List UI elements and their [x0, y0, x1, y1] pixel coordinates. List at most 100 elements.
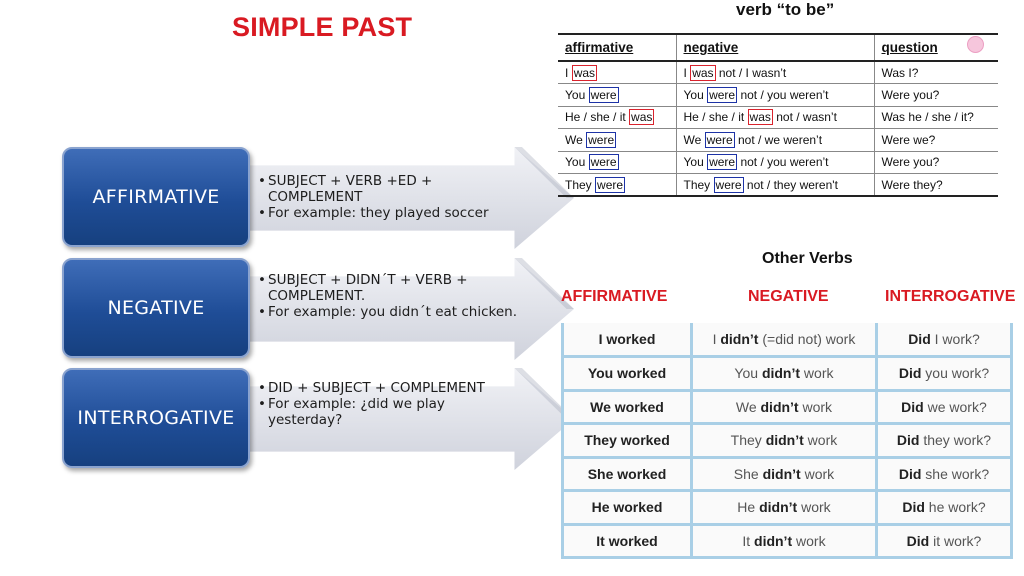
verb-highlight: were	[586, 131, 617, 148]
auxiliary: didn’t	[765, 432, 804, 449]
auxiliary: Did	[906, 532, 930, 549]
negative-cell: We didn’t work	[689, 388, 878, 425]
verb-highlight: were	[588, 154, 619, 171]
affirmative-cell: You worked	[561, 355, 693, 392]
pointer-dot-icon	[967, 36, 984, 53]
affirmative-cell: He / she / it was	[558, 105, 677, 129]
negative-rest: work	[803, 432, 838, 449]
verb-highlight: was	[629, 109, 655, 126]
column-header: affirmative	[558, 33, 677, 62]
affirmative-cell: We were	[558, 128, 677, 152]
auxiliary: Did	[898, 465, 922, 482]
verb-highlight: were	[595, 176, 626, 193]
subject: He / she / it	[683, 110, 745, 125]
box-label: NEGATIVE	[107, 297, 205, 319]
negative-rest: work	[800, 465, 835, 482]
negative-cell: They were not / they weren't	[675, 173, 875, 197]
subject: He / she / it	[565, 110, 626, 125]
affirmative-cell: She worked	[561, 455, 693, 492]
auxiliary: didn’t	[762, 465, 801, 482]
table-header-row: affirmative negative question	[558, 33, 998, 62]
question-rest: we work?	[923, 398, 987, 415]
verb-highlight: were	[707, 154, 738, 171]
question-cell: Were you?	[873, 150, 998, 174]
affirmative-cell: I was	[558, 60, 677, 84]
negative-rest: (=did not) work	[758, 331, 856, 347]
auxiliary: didn’t	[761, 365, 801, 382]
subject: They	[565, 177, 592, 192]
affirmative-cell: He worked	[561, 489, 693, 526]
subject: We	[735, 398, 761, 415]
subject: You	[683, 87, 704, 102]
interrogative-row: INTERROGATIVE DID + SUBJECT + COMPLEMENT…	[62, 368, 574, 470]
auxiliary: Did	[898, 365, 922, 382]
column-header: negative	[675, 33, 875, 62]
negative-row: NEGATIVE SUBJECT + DIDN´T + VERB + COMPL…	[62, 258, 574, 360]
subject: We	[683, 132, 702, 147]
verb-highlight: was	[571, 64, 598, 81]
verb-highlight: were	[707, 86, 738, 103]
auxiliary: didn’t	[760, 398, 799, 415]
to-be-title: verb “to be”	[736, 0, 835, 19]
auxiliary: Did	[896, 432, 920, 449]
affirmative-cell: It worked	[561, 522, 693, 559]
negative-rest: not / we weren’t	[738, 132, 823, 147]
subject: He	[737, 499, 760, 516]
page-title: SIMPLE PAST	[232, 12, 413, 42]
negative-heading: NEGATIVE	[748, 288, 829, 305]
interrogative-cell: Did she work?	[874, 455, 1014, 492]
subject: You	[683, 155, 704, 170]
affirmative-row: AFFIRMATIVE SUBJECT + VERB +ED + COMPLEM…	[62, 147, 574, 249]
negative-cell: We were not / we weren’t	[675, 128, 875, 152]
affirmative-cell: We worked	[561, 388, 693, 425]
interrogative-cell: Did you work?	[874, 355, 1014, 392]
negative-cell: They didn’t work	[689, 422, 878, 459]
affirmative-cell: You were	[558, 83, 677, 107]
negative-rest: work	[800, 365, 834, 382]
auxiliary: didn’t	[720, 331, 759, 347]
auxiliary: Did	[901, 398, 924, 415]
verb-highlight: were	[704, 131, 735, 148]
subject: You	[565, 87, 586, 102]
other-verbs-title: Other Verbs	[762, 250, 853, 267]
bullet-item: SUBJECT + DIDN´T + VERB + COMPLEMENT.	[258, 272, 518, 304]
negative-rest: not / wasn’t	[776, 110, 837, 125]
subject: You	[734, 365, 762, 382]
negative-cell: You were not / you weren’t	[675, 83, 875, 107]
negative-cell: It didn’t work	[689, 522, 878, 559]
subject: You	[565, 155, 586, 170]
negative-box: NEGATIVE	[62, 258, 250, 358]
interrogative-cell: Did we work?	[874, 388, 1014, 425]
interrogative-cell: Did it work?	[874, 522, 1014, 559]
negative-rest: not / they weren't	[746, 177, 838, 192]
negative-cell: He didn’t work	[689, 489, 878, 526]
question-rest: I work?	[930, 331, 980, 347]
verb-highlight: were	[588, 86, 619, 103]
negative-rest: work	[792, 532, 826, 549]
interrogative-cell: Did I work?	[874, 323, 1014, 358]
verb-highlight: was	[690, 64, 716, 81]
table-row: You worked You didn’t work Did you work?	[561, 355, 1014, 392]
interrogative-cell: Did they work?	[874, 422, 1014, 459]
affirmative-cell: They were	[558, 173, 677, 197]
question-rest: she work?	[921, 465, 990, 482]
bullet-item: For example: ¿did we play yesterday?	[258, 396, 518, 428]
verb-highlight: were	[713, 176, 744, 193]
affirmative-cell: You were	[558, 150, 677, 174]
negative-rest: work	[797, 499, 831, 516]
question-cell: Were they?	[873, 173, 998, 197]
negative-cell: You were not / you weren’t	[675, 150, 875, 174]
affirmative-cell: I worked	[561, 323, 693, 358]
subject: They	[683, 177, 711, 192]
